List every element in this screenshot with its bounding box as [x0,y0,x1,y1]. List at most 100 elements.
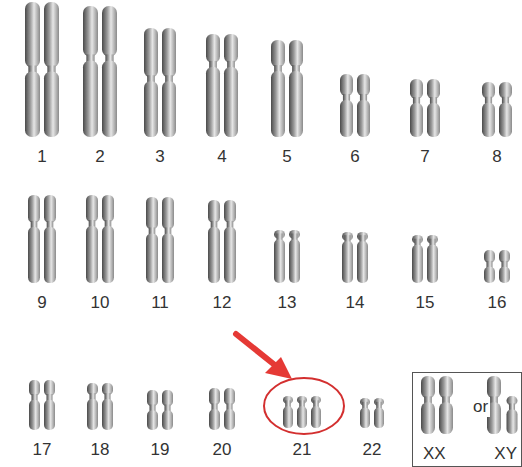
highlight-circle [264,378,344,434]
chromosome [224,200,236,283]
chromosome [25,2,40,137]
chromosome [499,250,510,283]
chromosome-arm [410,79,423,99]
chromosome-arm [144,81,158,137]
chromosome [28,195,40,283]
chromosome-arm [340,100,353,137]
chromosome-arm [162,81,176,137]
chromosome-number: 6 [335,147,375,167]
chromosome-arm [44,195,56,223]
chromosome [289,40,303,137]
chromosome [102,6,117,137]
chromosome [29,380,40,430]
sex-chromosome-label: XY [494,444,517,464]
chromosome-arm [87,399,98,430]
chromosome [271,40,285,137]
sex-chromosome-label: XX [423,444,446,464]
chromosome-number: 19 [140,440,180,460]
chromosome-arm [499,82,512,99]
chromosome-arm [499,267,510,283]
chromosome-arm [162,197,174,229]
chromosome [83,6,98,137]
chromosome-arm [224,34,238,63]
chromosome-arm [28,195,40,223]
chromosome-number: 3 [140,147,180,167]
chromosome-number: 5 [267,147,307,167]
chromosome-arm [206,34,220,63]
chromosome [44,195,56,283]
chromosome-arm [147,390,158,406]
chromosome-arm [439,376,453,398]
chromosome [484,250,495,283]
chromosome-arm [209,409,220,430]
chromosome-arm [360,408,370,428]
chromosome-arm [147,410,158,430]
chromosome [482,82,495,137]
chromosome [499,82,512,137]
chromosome-arm [162,390,173,406]
chromosome [297,396,307,428]
chromosome-arm [271,40,285,67]
chromosome-arm [357,100,370,137]
chromosome [102,195,114,283]
connector-word: or [471,397,490,417]
chromosome-arm [283,406,293,428]
chromosome [44,2,59,137]
chromosome [274,230,285,283]
chromosome-arm [144,28,158,77]
chromosome-number: 7 [405,147,445,167]
chromosome-arm [439,402,453,434]
chromosome-arm [342,241,353,283]
chromosome-arm [482,82,495,99]
chromosome [427,79,440,137]
chromosome-number: 10 [80,293,120,313]
chromosome [342,232,353,283]
chromosome-number: 21 [282,440,322,460]
chromosome-arm [44,400,55,430]
chromosome-number: 18 [80,440,120,460]
chromosome-arm [102,6,117,56]
chromosome-arm [25,2,40,68]
chromosome-arm [289,239,300,283]
chromosome-arm [224,200,236,223]
chromosome [144,28,158,137]
chromosome-arm [44,380,55,396]
chromosome-arm [83,6,98,56]
chromosome [410,79,423,137]
chromosome-number: 20 [202,440,242,460]
chromosome [283,396,293,428]
chromosome-arm [224,409,235,430]
chromosome-arm [206,67,220,137]
chromosome-number: 22 [352,440,392,460]
chromosome-arm [297,406,307,428]
pointer-arrowhead [265,357,292,379]
chromosome-number: 13 [267,293,307,313]
chromosome-arm [374,408,384,428]
chromosome-arm [86,195,98,222]
chromosome-arm [208,200,220,223]
chromosome-arm [162,410,173,430]
chromosome [360,398,370,428]
chromosome [44,380,55,430]
chromosome [162,197,174,283]
chromosome-arm [162,233,174,283]
chromosome-arm [427,79,440,99]
chromosome [147,390,158,430]
chromosome [224,34,238,137]
chromosome [162,28,176,137]
chromosome-arm [289,40,303,67]
chromosome-arm [340,74,353,96]
chromosome [439,376,453,434]
chromosome-arm [357,241,368,283]
chromosome-number: 15 [405,293,445,313]
chromosome-arm [311,406,321,428]
chromosome-arm [29,400,40,430]
chromosome [146,197,158,283]
chromosome-arm [209,388,220,405]
chromosome-arm [208,227,220,283]
chromosome-arm [102,226,114,283]
chromosome-arm [357,74,370,96]
chromosome-arm [484,267,495,283]
